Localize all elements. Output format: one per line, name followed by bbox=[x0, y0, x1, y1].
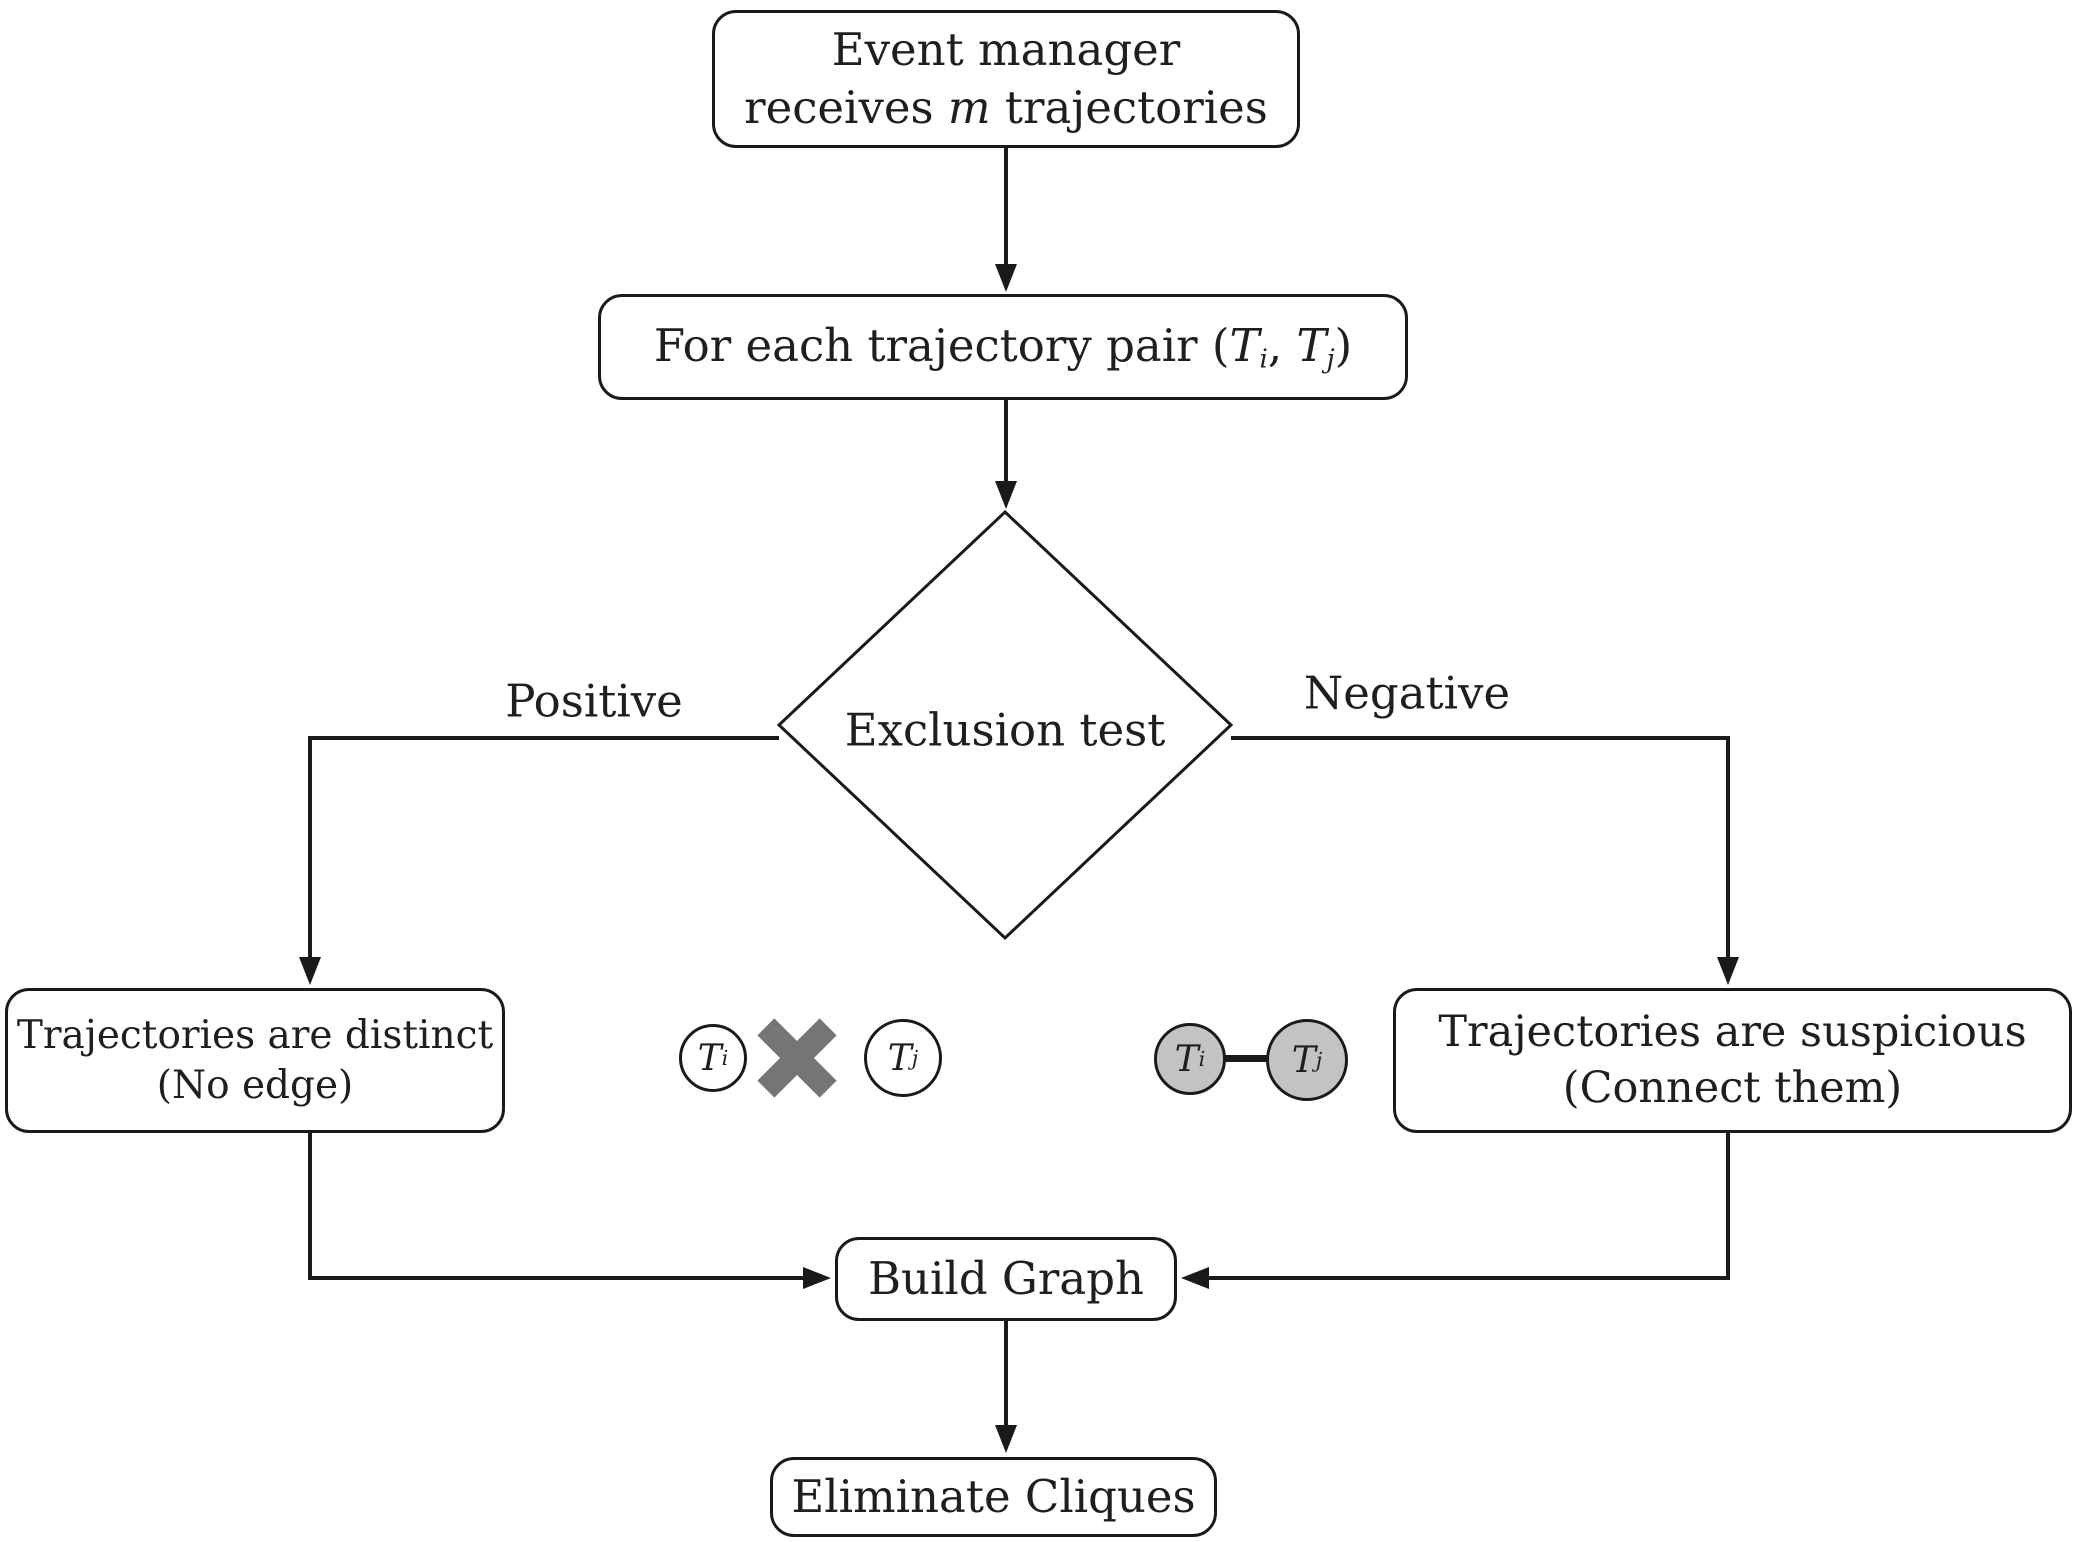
suspicious-line1: Trajectories are suspicious bbox=[1438, 1007, 2027, 1058]
event-manager-line2: receives m trajectories bbox=[744, 81, 1268, 134]
exclusion-test-diamond-shape bbox=[776, 509, 1234, 941]
eliminate-cliques-label: Eliminate Cliques bbox=[791, 1470, 1196, 1524]
edge-between-nodes-icon bbox=[1222, 1055, 1272, 1062]
edge-pair-to-diamond bbox=[995, 400, 1017, 509]
trajectory-pair-label: For each trajectory pair (Ti, Tj) bbox=[653, 319, 1353, 375]
event-manager-line1: Event manager bbox=[831, 23, 1181, 77]
edge-positive-branch bbox=[299, 736, 779, 985]
suspicious-line2: (Connect them) bbox=[1562, 1062, 1903, 1113]
math-var-Tj: T bbox=[1296, 319, 1327, 373]
distinct-node: Trajectories are distinct (No edge) bbox=[5, 988, 505, 1133]
cross-icon bbox=[752, 1013, 842, 1103]
distinct-line1: Trajectories are distinct bbox=[16, 1012, 494, 1058]
negative-edge-label: Negative bbox=[1303, 666, 1511, 720]
distinct-line2: (No edge) bbox=[156, 1062, 354, 1108]
edge-top-to-pair bbox=[995, 148, 1017, 292]
positive-edge-label: Positive bbox=[505, 674, 683, 728]
edge-suspicious-to-build bbox=[1181, 1133, 1730, 1289]
suspicious-node: Trajectories are suspicious (Connect the… bbox=[1393, 988, 2072, 1133]
event-manager-node: Event manager receives m trajectories bbox=[712, 10, 1300, 148]
eliminate-cliques-node: Eliminate Cliques bbox=[770, 1457, 1217, 1537]
edge-distinct-to-build bbox=[308, 1133, 831, 1289]
math-var-m: m bbox=[947, 81, 991, 134]
edge-negative-branch bbox=[1231, 736, 1739, 985]
build-graph-node: Build Graph bbox=[835, 1237, 1177, 1321]
trajectory-pair-node: For each trajectory pair (Ti, Tj) bbox=[598, 294, 1408, 400]
math-var-Ti: T bbox=[1229, 319, 1260, 373]
build-graph-label: Build Graph bbox=[867, 1252, 1145, 1306]
edge-build-to-eliminate bbox=[995, 1321, 1017, 1453]
exclusion-test-label: Exclusion test bbox=[844, 703, 1166, 757]
